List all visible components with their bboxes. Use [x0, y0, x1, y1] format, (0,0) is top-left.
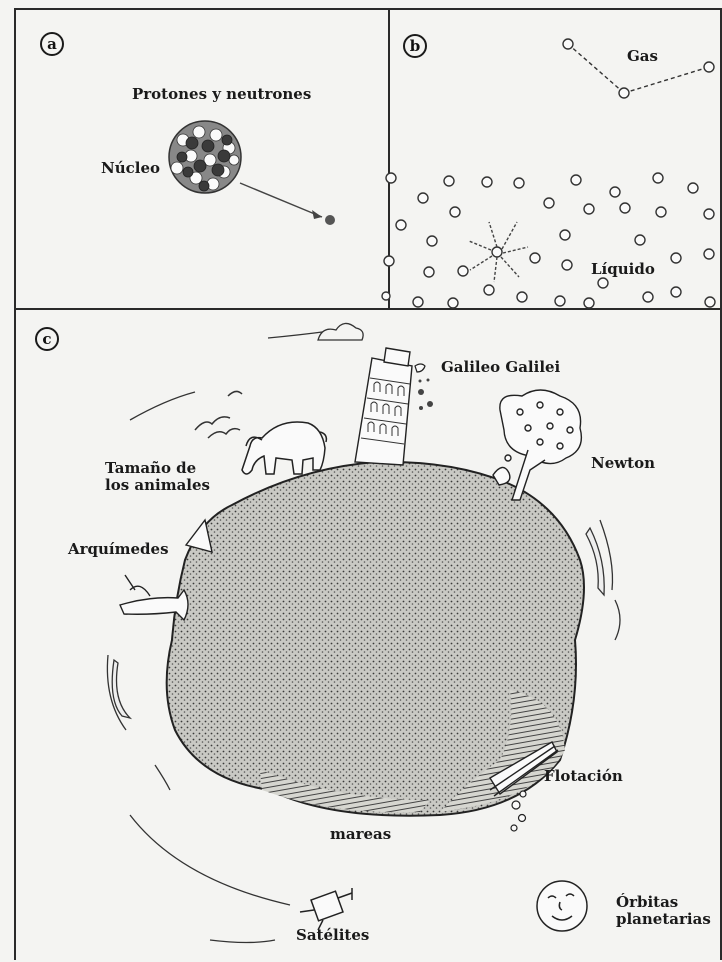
- panel-b-badge: b: [403, 34, 427, 58]
- moon-face-icon: [537, 881, 587, 931]
- liquid-label: Líquido: [591, 261, 655, 278]
- birds-icon: [195, 391, 242, 438]
- electron-arrow: [240, 183, 322, 217]
- panel-a-badge: a: [40, 32, 64, 56]
- liquid-molecules-icon: [382, 173, 715, 308]
- nucleus-icon: [169, 121, 241, 193]
- gas-label: Gas: [627, 48, 658, 65]
- protons-neutrons-label: Protones y neutrones: [132, 86, 311, 103]
- satellites-label: Satélites: [296, 927, 369, 944]
- flotation-label: Flotación: [544, 768, 623, 785]
- panel-c-badge: c: [35, 327, 59, 351]
- galileo-label: Galileo Galilei: [441, 359, 560, 376]
- newton-label: Newton: [591, 455, 655, 472]
- planetary-orbits-label: Órbitas planetarias: [616, 894, 706, 929]
- elephant-icon: [242, 422, 326, 474]
- cloud-icon: [318, 323, 363, 340]
- electron-icon: [325, 215, 335, 225]
- tree-icon: [493, 390, 581, 500]
- tides-label: mareas: [330, 826, 391, 843]
- satellite-icon: [300, 888, 352, 930]
- galileo-figure: [415, 364, 425, 372]
- falling-objects-icon: [418, 379, 433, 411]
- animals-size-label: Tamaño de los animales: [105, 460, 215, 495]
- archimedes-label: Arquímedes: [68, 541, 169, 558]
- nucleus-label: Núcleo: [101, 160, 160, 177]
- tower-of-pisa-icon: [355, 348, 412, 465]
